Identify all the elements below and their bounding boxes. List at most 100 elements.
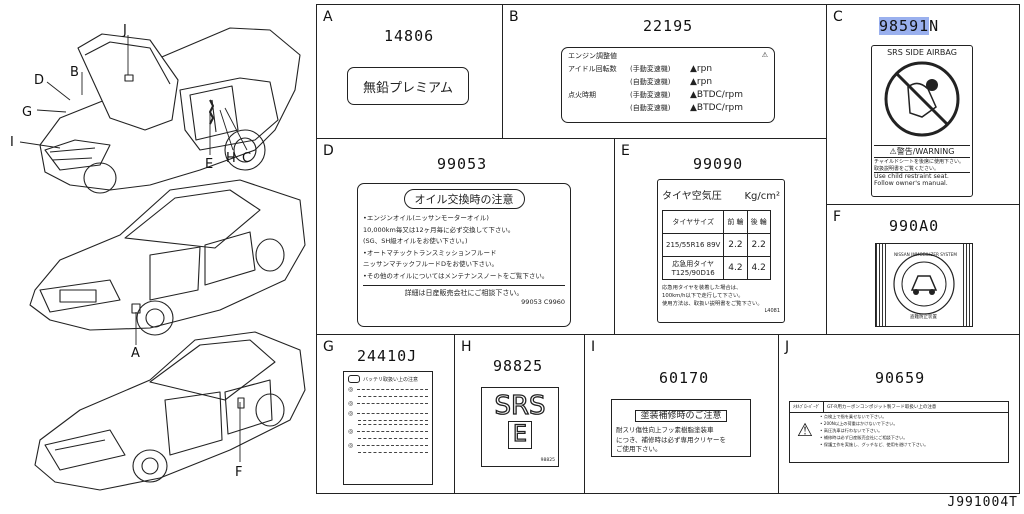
row-key: 点火時期 xyxy=(568,91,596,99)
label-heading: 塗装補修時のご注意 xyxy=(635,410,727,422)
bullet-icon: ◎ xyxy=(348,400,354,407)
row-mode: (自動変速機) xyxy=(630,78,671,86)
warning-icon: ⚠ xyxy=(761,51,768,59)
callout-g: G xyxy=(22,105,32,120)
label-oil-change: オイル交換時の注意 •エンジンオイル(ニッサンモーターオイル) 10,000km… xyxy=(357,183,571,327)
part-number: 98825 xyxy=(493,357,544,375)
car-rear-view xyxy=(29,179,306,336)
oil-line: •オートマチックトランスミッションフルード xyxy=(363,248,497,257)
cell-j: J 90659 ﾒﾀﾙﾌﾞﾛｰﾊﾞｰｸﾞ GT-R用カーボンコンポジット製フード… xyxy=(779,335,1019,493)
table-cell: 2.2 xyxy=(723,233,748,257)
callout-f: F xyxy=(235,465,242,480)
paint-line: ご使用下さい。 xyxy=(616,445,662,453)
row-value: ▲rpn xyxy=(690,77,713,87)
row-key: アイドル回転数 xyxy=(568,65,617,73)
part-number: 99090 xyxy=(693,155,744,173)
oil-line: •その他のオイルについてはメンテナンスノートをご覧下さい。 xyxy=(363,271,549,280)
hood-line: • 高圧洗車は行わないで下さい。 xyxy=(820,428,883,433)
warning-triangle-icon: ⚠ xyxy=(796,420,814,441)
cell-g: G 24410J バッテリ取扱い上の注意 ◎ ◎ ◎ ◎ ◎ xyxy=(317,335,455,493)
label-code: 99053 C9960 xyxy=(521,298,565,306)
oil-line: 10,000km毎又は12ヶ月毎に必ず交換して下さい。 xyxy=(363,225,515,234)
callout-b: B xyxy=(70,65,79,80)
label-battery-caution: バッテリ取扱い上の注意 ◎ ◎ ◎ ◎ ◎ xyxy=(343,371,433,485)
callout-e: E xyxy=(205,157,213,172)
row-mode: (自動変速機) xyxy=(630,104,671,112)
hood-line: • 補修時は必ず日産販売会社にご相談下さい。 xyxy=(820,435,908,440)
table-cell: 215/55R16 89V xyxy=(661,233,725,257)
label-srs-e: SRS E 98825 xyxy=(481,387,559,467)
callout-d: D xyxy=(34,73,44,88)
table-cell: 2.2 xyxy=(746,233,771,257)
row-key xyxy=(568,77,630,87)
cell-letter: D xyxy=(323,143,334,159)
car-front-view xyxy=(34,331,306,491)
label-grid: A 14806 無鉛プレミアム B 22195 エンジン調整値 ⚠ アイドル回転数… xyxy=(316,4,1020,494)
cell-letter: F xyxy=(833,209,842,225)
cell-c: C 98591N SRS SIDE AIRBAG ⚠警告/WARNING チャイ… xyxy=(827,5,1019,205)
callout-h: H xyxy=(226,151,236,166)
label-heading: オイル交換時の注意 xyxy=(403,189,525,209)
cell-letter: H xyxy=(461,339,472,355)
label-tab: ﾒﾀﾙﾌﾞﾛｰﾊﾞｰｸﾞ xyxy=(790,402,824,412)
part-number: 22195 xyxy=(643,17,694,35)
paint-line: につき、補修時は必ず専用クリヤーを xyxy=(616,435,727,444)
label-code: 98825 xyxy=(540,458,555,463)
label-unleaded-premium: 無鉛プレミアム xyxy=(347,67,469,105)
vehicle-illustrations: J D B G I E H C A F xyxy=(0,0,316,510)
bullet-icon: ◎ xyxy=(348,428,354,435)
tire-note: 応急用タイヤを装着した場合は、 xyxy=(662,285,742,291)
cell-letter: J xyxy=(785,339,790,355)
table-cell: 4.2 xyxy=(746,256,771,280)
immobilizer-sub-text: 盗難防止装置 xyxy=(910,315,937,320)
cell-a: A 14806 無鉛プレミアム xyxy=(317,5,503,139)
cell-letter: G xyxy=(323,339,334,355)
label-title: エンジン調整値 xyxy=(568,52,617,60)
tire-note: 100km/h以下で走行して下さい。 xyxy=(662,293,744,299)
table-header: 前 輪 xyxy=(723,210,748,234)
table-header: タイヤサイズ xyxy=(661,210,725,234)
srs-text: SRS xyxy=(494,390,546,421)
part-number-highlighted: 98591 xyxy=(879,17,930,35)
oil-line: ニッサンマチックフルードDをお使い下さい。 xyxy=(363,260,499,268)
warning-en-line2: Follow owner's manual. xyxy=(874,180,948,187)
row-mode: (手動変速機) xyxy=(630,65,671,73)
table-cell: 応急用タイヤ T125/90D16 xyxy=(661,256,725,280)
cell-letter: I xyxy=(591,339,596,355)
part-number: 14806 xyxy=(384,27,435,45)
diagram-id: J991004T xyxy=(947,495,1018,510)
label-immobilizer: NISSAN IMMOBILIZER SYSTEM 盗難防止装置 xyxy=(875,243,973,327)
table-cell: 4.2 xyxy=(723,256,748,280)
label-heading: タイヤ空気圧 xyxy=(662,191,722,202)
row-value: ▲rpn xyxy=(690,64,713,74)
cell-h: H 98825 SRS E 98825 xyxy=(455,335,585,493)
callout-a: A xyxy=(131,346,140,361)
bullet-icon: ◎ xyxy=(348,442,354,449)
label-code: L4081 xyxy=(764,308,780,314)
part-number-suffix: N xyxy=(929,17,940,35)
label-footer: 詳細は日産販売会社にご相談下さい。 xyxy=(363,285,565,298)
hood-line: • 点検上で指を乗せないで下さい。 xyxy=(820,414,887,419)
cell-b: B 22195 エンジン調整値 ⚠ アイドル回転数 (手動変速機) ▲rpn (自動変… xyxy=(503,5,827,139)
part-number: 99053 xyxy=(437,155,488,173)
nissan-logo-icon xyxy=(348,375,360,383)
car-top-hood-open xyxy=(39,27,301,194)
part-number: 90659 xyxy=(875,369,926,387)
label-heading: SRS SIDE AIRBAG xyxy=(887,48,957,57)
part-number: 24410J xyxy=(357,347,418,365)
table-header: 後 輪 xyxy=(746,210,771,234)
label-carbon-hood: ﾒﾀﾙﾌﾞﾛｰﾊﾞｰｸﾞ GT-R用カーボンコンポジット製フード取扱い上の注意 … xyxy=(789,401,1009,463)
immobilizer-key-icon xyxy=(893,253,955,315)
label-srs-side-airbag: SRS SIDE AIRBAG ⚠警告/WARNING チャイルドシートを後席に… xyxy=(871,45,973,197)
callout-j: J xyxy=(122,23,127,38)
no-child-seat-icon xyxy=(884,61,960,137)
warning-jp-line1: チャイルドシートを後席に使用下さい。 xyxy=(874,159,964,165)
vehicle-svg: J D B G I E H C A F xyxy=(10,23,306,491)
cell-letter: C xyxy=(833,9,843,25)
cell-letter: B xyxy=(509,9,519,25)
cell-f: F 990A0 NISSAN IMMOBILIZER SYSTEM 盗難防止装置 xyxy=(827,205,1019,335)
tire-note: 使用方法は、取扱い説明書をご覧下さい。 xyxy=(662,301,763,307)
